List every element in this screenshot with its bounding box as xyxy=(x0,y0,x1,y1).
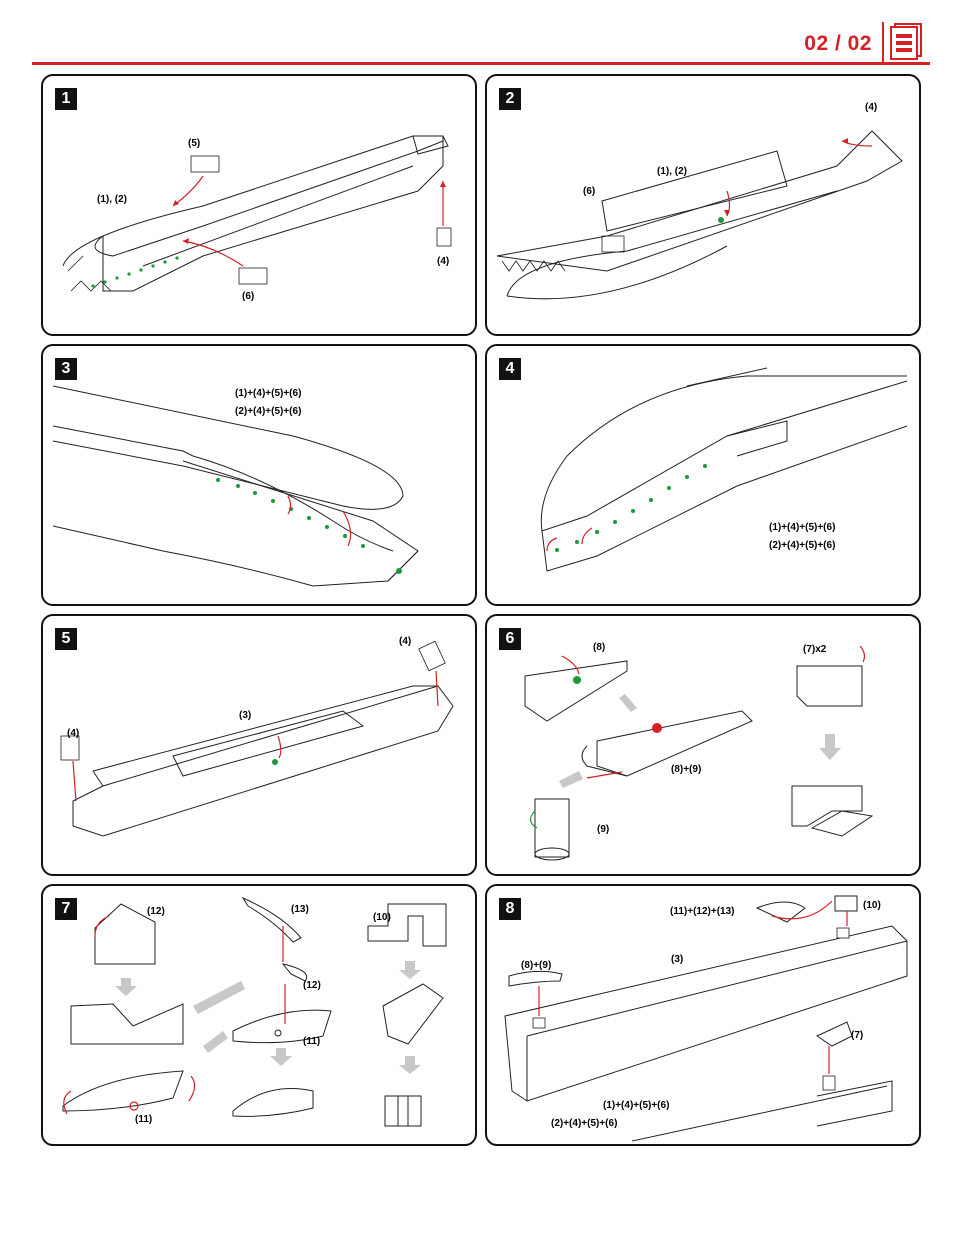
label-parts-8-9: (8)+(9) xyxy=(521,960,552,971)
label-part-4-right: (4) xyxy=(399,636,412,647)
step-panel-6: 6 (8) (7)x2 (8)+(9) (9) xyxy=(485,614,921,876)
step-5-illustration xyxy=(60,640,454,837)
label-parts-8-9: (8)+(9) xyxy=(671,764,702,775)
label-part-10: (10) xyxy=(863,900,881,911)
label-part-5: (5) xyxy=(188,138,201,149)
step-panel-1: 1 (5) (1), (2) (6) (4) xyxy=(41,74,477,336)
label-part-11-bottom: (11) xyxy=(135,1114,153,1125)
label-part-3: (3) xyxy=(671,954,684,965)
document-icon xyxy=(890,23,922,60)
label-parts-11-12-13: (11)+(12)+(13) xyxy=(670,906,735,917)
step-7-illustration xyxy=(62,896,447,1127)
label-assembly-1: (1)+(4)+(5)+(6) xyxy=(603,1100,670,1111)
label-part-10: (10) xyxy=(373,912,391,923)
label-assembly-1: (1)+(4)+(5)+(6) xyxy=(769,522,836,533)
step-number: 6 xyxy=(499,628,521,650)
step-panel-4: 4 (1)+(4)+(5)+(6) (2)+(4)+(5)+(6) xyxy=(485,344,921,606)
label-parts-1-2: (1), (2) xyxy=(97,194,127,205)
step-number: 5 xyxy=(55,628,77,650)
label-part-8: (8) xyxy=(593,642,606,653)
step-1-illustration xyxy=(62,135,452,292)
label-part-7-x2: (7)x2 xyxy=(803,644,827,655)
header-separator xyxy=(882,22,884,64)
label-part-9: (9) xyxy=(597,824,610,835)
step-panel-7: 7 (12) (13) (10) (12 xyxy=(41,884,477,1146)
label-parts-1-2: (1), (2) xyxy=(657,166,687,177)
label-part-12-mid: (12) xyxy=(303,980,321,991)
step-2-illustration xyxy=(496,130,903,300)
label-part-3: (3) xyxy=(239,710,252,721)
label-part-13: (13) xyxy=(291,904,309,915)
page-indicator: 02 / 02 xyxy=(804,32,872,55)
label-assembly-2: (2)+(4)+(5)+(6) xyxy=(551,1118,618,1129)
label-assembly-2: (2)+(4)+(5)+(6) xyxy=(769,540,836,551)
step-number: 2 xyxy=(499,88,521,110)
step-number: 4 xyxy=(499,358,521,380)
step-number: 7 xyxy=(55,898,77,920)
step-6-illustration xyxy=(524,645,874,861)
label-part-6: (6) xyxy=(242,291,255,302)
step-3-illustration xyxy=(52,385,419,587)
label-part-4: (4) xyxy=(865,102,878,113)
label-part-7: (7) xyxy=(851,1030,864,1041)
label-part-4-left: (4) xyxy=(67,728,80,739)
step-panel-5: 5 (4) (3) (4) xyxy=(41,614,477,876)
label-part-6: (6) xyxy=(583,186,596,197)
label-part-11-mid: (11) xyxy=(303,1036,321,1047)
label-assembly-1: (1)+(4)+(5)+(6) xyxy=(235,388,302,399)
step-number: 8 xyxy=(499,898,521,920)
step-panel-3: 3 (1)+(4)+(5)+(6) (2)+(4)+(5)+(6) xyxy=(41,344,477,606)
label-part-4: (4) xyxy=(437,256,450,267)
step-8-illustration xyxy=(504,895,908,1142)
step-number: 3 xyxy=(55,358,77,380)
step-panel-8: 8 (11)+(12)+(13) (10) (8)+(9) (3) (7) (1… xyxy=(485,884,921,1146)
step-4-illustration xyxy=(540,367,908,572)
header-rule xyxy=(32,62,930,65)
label-assembly-2: (2)+(4)+(5)+(6) xyxy=(235,406,302,417)
step-number: 1 xyxy=(55,88,77,110)
step-panel-2: 2 (4) (1), (2) (6) xyxy=(485,74,921,336)
label-part-12-top: (12) xyxy=(147,906,165,917)
